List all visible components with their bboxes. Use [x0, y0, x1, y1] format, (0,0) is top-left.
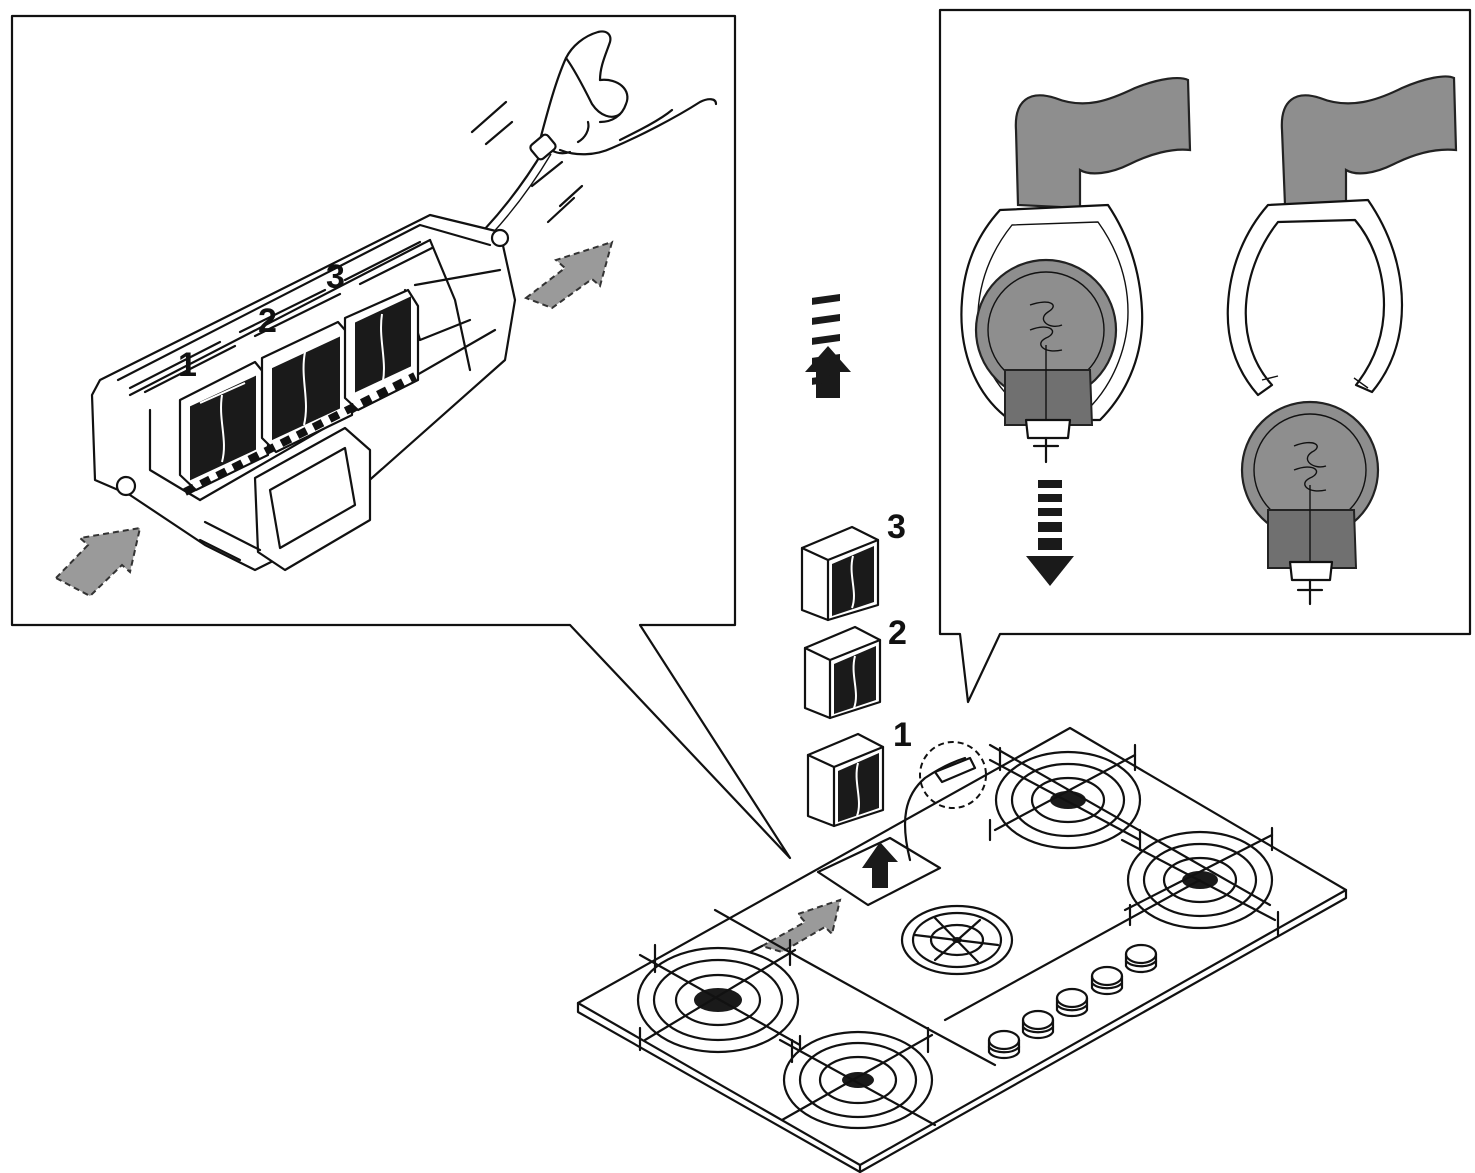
burner-front-left — [636, 938, 802, 1062]
gas-hob — [576, 726, 1348, 1173]
connector-assembled — [960, 77, 1192, 464]
stack-label-1: 1 — [893, 716, 912, 754]
control-knob-5[interactable] — [1124, 943, 1158, 974]
housing-filter-1 — [178, 360, 270, 492]
insert-up-arrow — [862, 842, 898, 888]
control-knobs — [987, 943, 1158, 1060]
right-callout-panel — [938, 8, 1472, 704]
housing-filter-2 — [260, 320, 354, 454]
burner-rear-right — [988, 743, 1142, 852]
housing-label-3: 3 — [326, 258, 345, 296]
connector-detail-circle — [919, 741, 987, 809]
removed-filter-1 — [806, 732, 885, 828]
housing-label-2: 2 — [258, 302, 277, 340]
stack-label-3: 3 — [887, 508, 906, 546]
control-knob-4[interactable] — [1090, 965, 1124, 996]
pull-down-arrow — [1026, 480, 1074, 586]
motion-lines — [470, 100, 584, 224]
removed-filter-3 — [800, 525, 880, 622]
hose-left — [1014, 77, 1192, 210]
removed-filter-2 — [803, 625, 882, 720]
stack-label-2: 2 — [888, 614, 907, 652]
burner-front-center — [778, 1026, 937, 1130]
lift-up-arrow — [805, 293, 851, 398]
housing-label-1: 1 — [178, 346, 197, 384]
hand-icon — [538, 30, 718, 156]
hose-right — [1280, 75, 1458, 210]
left-callout-panel: 1 2 3 — [10, 14, 792, 860]
control-knob-1[interactable] — [987, 1029, 1021, 1060]
control-knob-2[interactable] — [1021, 1009, 1055, 1040]
cable-grip — [529, 133, 557, 161]
housing-filter-cartridges — [178, 288, 420, 496]
connector-separated — [1226, 75, 1458, 606]
airflow-in-arrow — [54, 526, 142, 598]
control-knob-3[interactable] — [1055, 987, 1089, 1018]
airflow-out-arrow — [523, 240, 614, 310]
